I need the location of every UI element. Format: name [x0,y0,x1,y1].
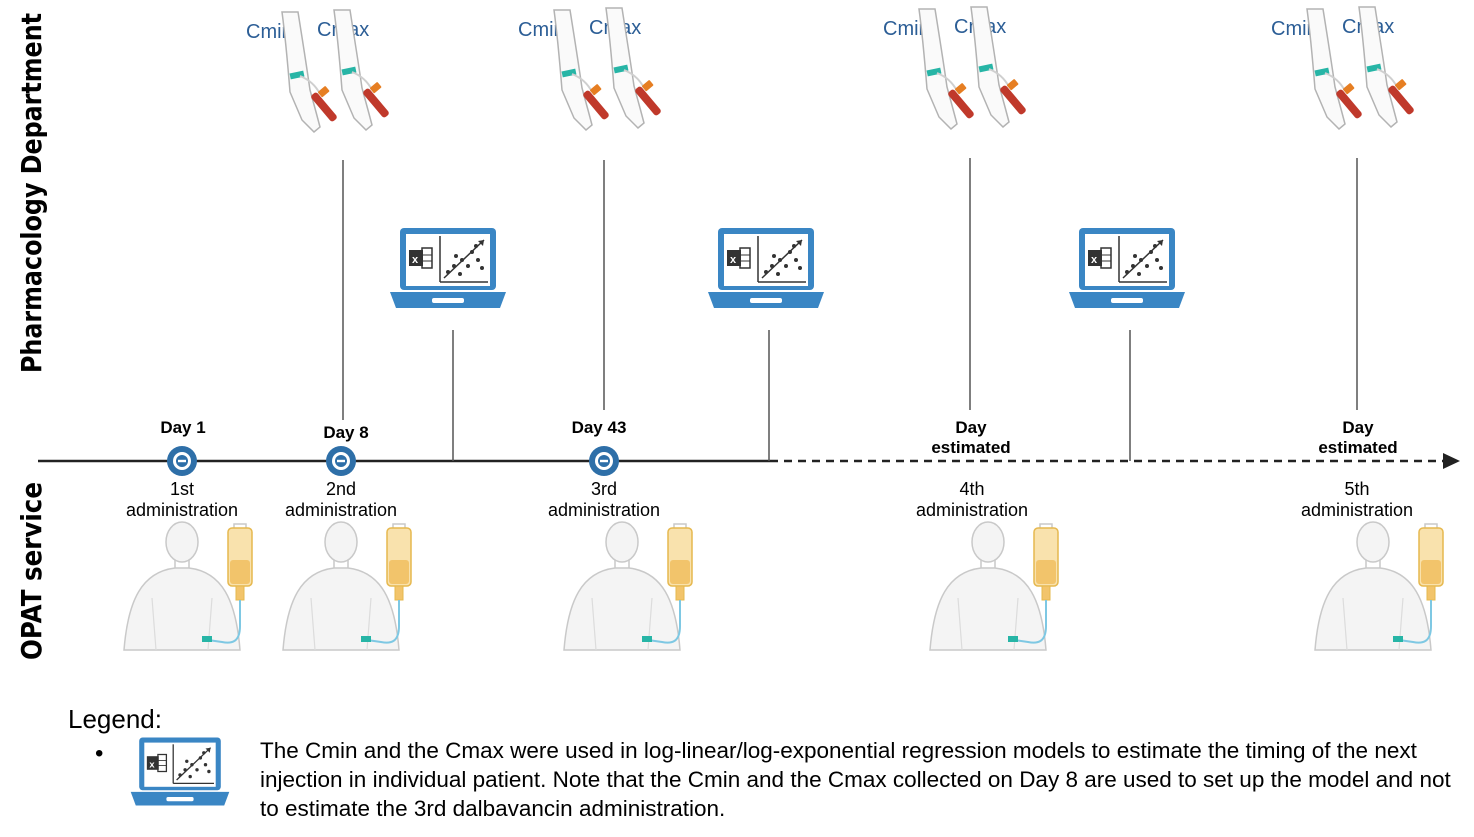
administration-label: administration [916,500,1028,520]
lane-title-opat: OPAT service [15,482,48,660]
day-label: Day 8 [323,423,368,442]
blood-sampling-arms-icon [1306,6,1416,130]
day-sublabel: estimated [931,438,1010,457]
cmin-label: Cmin [1271,18,1318,40]
blood-sampling-2: Cmin Cmax [518,7,663,131]
cmin-label: Cmin [518,19,565,41]
day-label: Day [1342,418,1374,437]
administration-ordinal: 4th [959,479,984,499]
patient-infusion-icon [929,521,1059,651]
blood-sampling-arms-icon [918,6,1028,130]
blood-sampling-4: Cmin Cmax [1271,6,1416,130]
administration-label: administration [1301,500,1413,520]
timeline-node-icon [326,446,356,476]
blood-sampling-arms-icon [281,9,391,133]
laptop-chart-icon [707,227,825,309]
laptop-chart-icon [1068,227,1186,309]
day-sublabel: estimated [1318,438,1397,457]
blood-sampling-arms-icon [553,7,663,131]
blood-sampling-3: Cmin Cmax [883,6,1028,130]
cmin-label: Cmin [883,18,930,40]
administration-ordinal: 5th [1344,479,1369,499]
patient-infusion-icon [123,521,253,651]
administration-label: administration [548,500,660,520]
timeline-arrow-icon [1443,453,1460,469]
administration-label: administration [126,500,238,520]
lane-title-pharmacology: Pharmacology Department [15,13,48,373]
administration-ordinal: 2nd [326,479,356,499]
patient-infusion-icon [1314,521,1444,651]
legend-title: Legend: [68,704,162,734]
administration-ordinal: 3rd [591,479,617,499]
blood-sampling-1: Cmin Cmax [246,9,391,133]
timeline-node-icon [589,446,619,476]
laptop-chart-icon [389,227,507,309]
legend-description: The Cmin and the Cmax were used in log-l… [260,738,1451,821]
day-label: Day [955,418,987,437]
day-label: Day 1 [160,418,205,437]
patient-infusion-icon [282,521,412,651]
legend-bullet: • [95,740,104,767]
legend-laptop-chart-icon [130,736,230,807]
administration-label: administration [285,500,397,520]
cmin-label: Cmin [246,21,293,43]
day-label: Day 43 [572,418,627,437]
timeline-node-icon [167,446,197,476]
patient-infusion-icon [563,521,693,651]
administration-ordinal: 1st [170,479,194,499]
